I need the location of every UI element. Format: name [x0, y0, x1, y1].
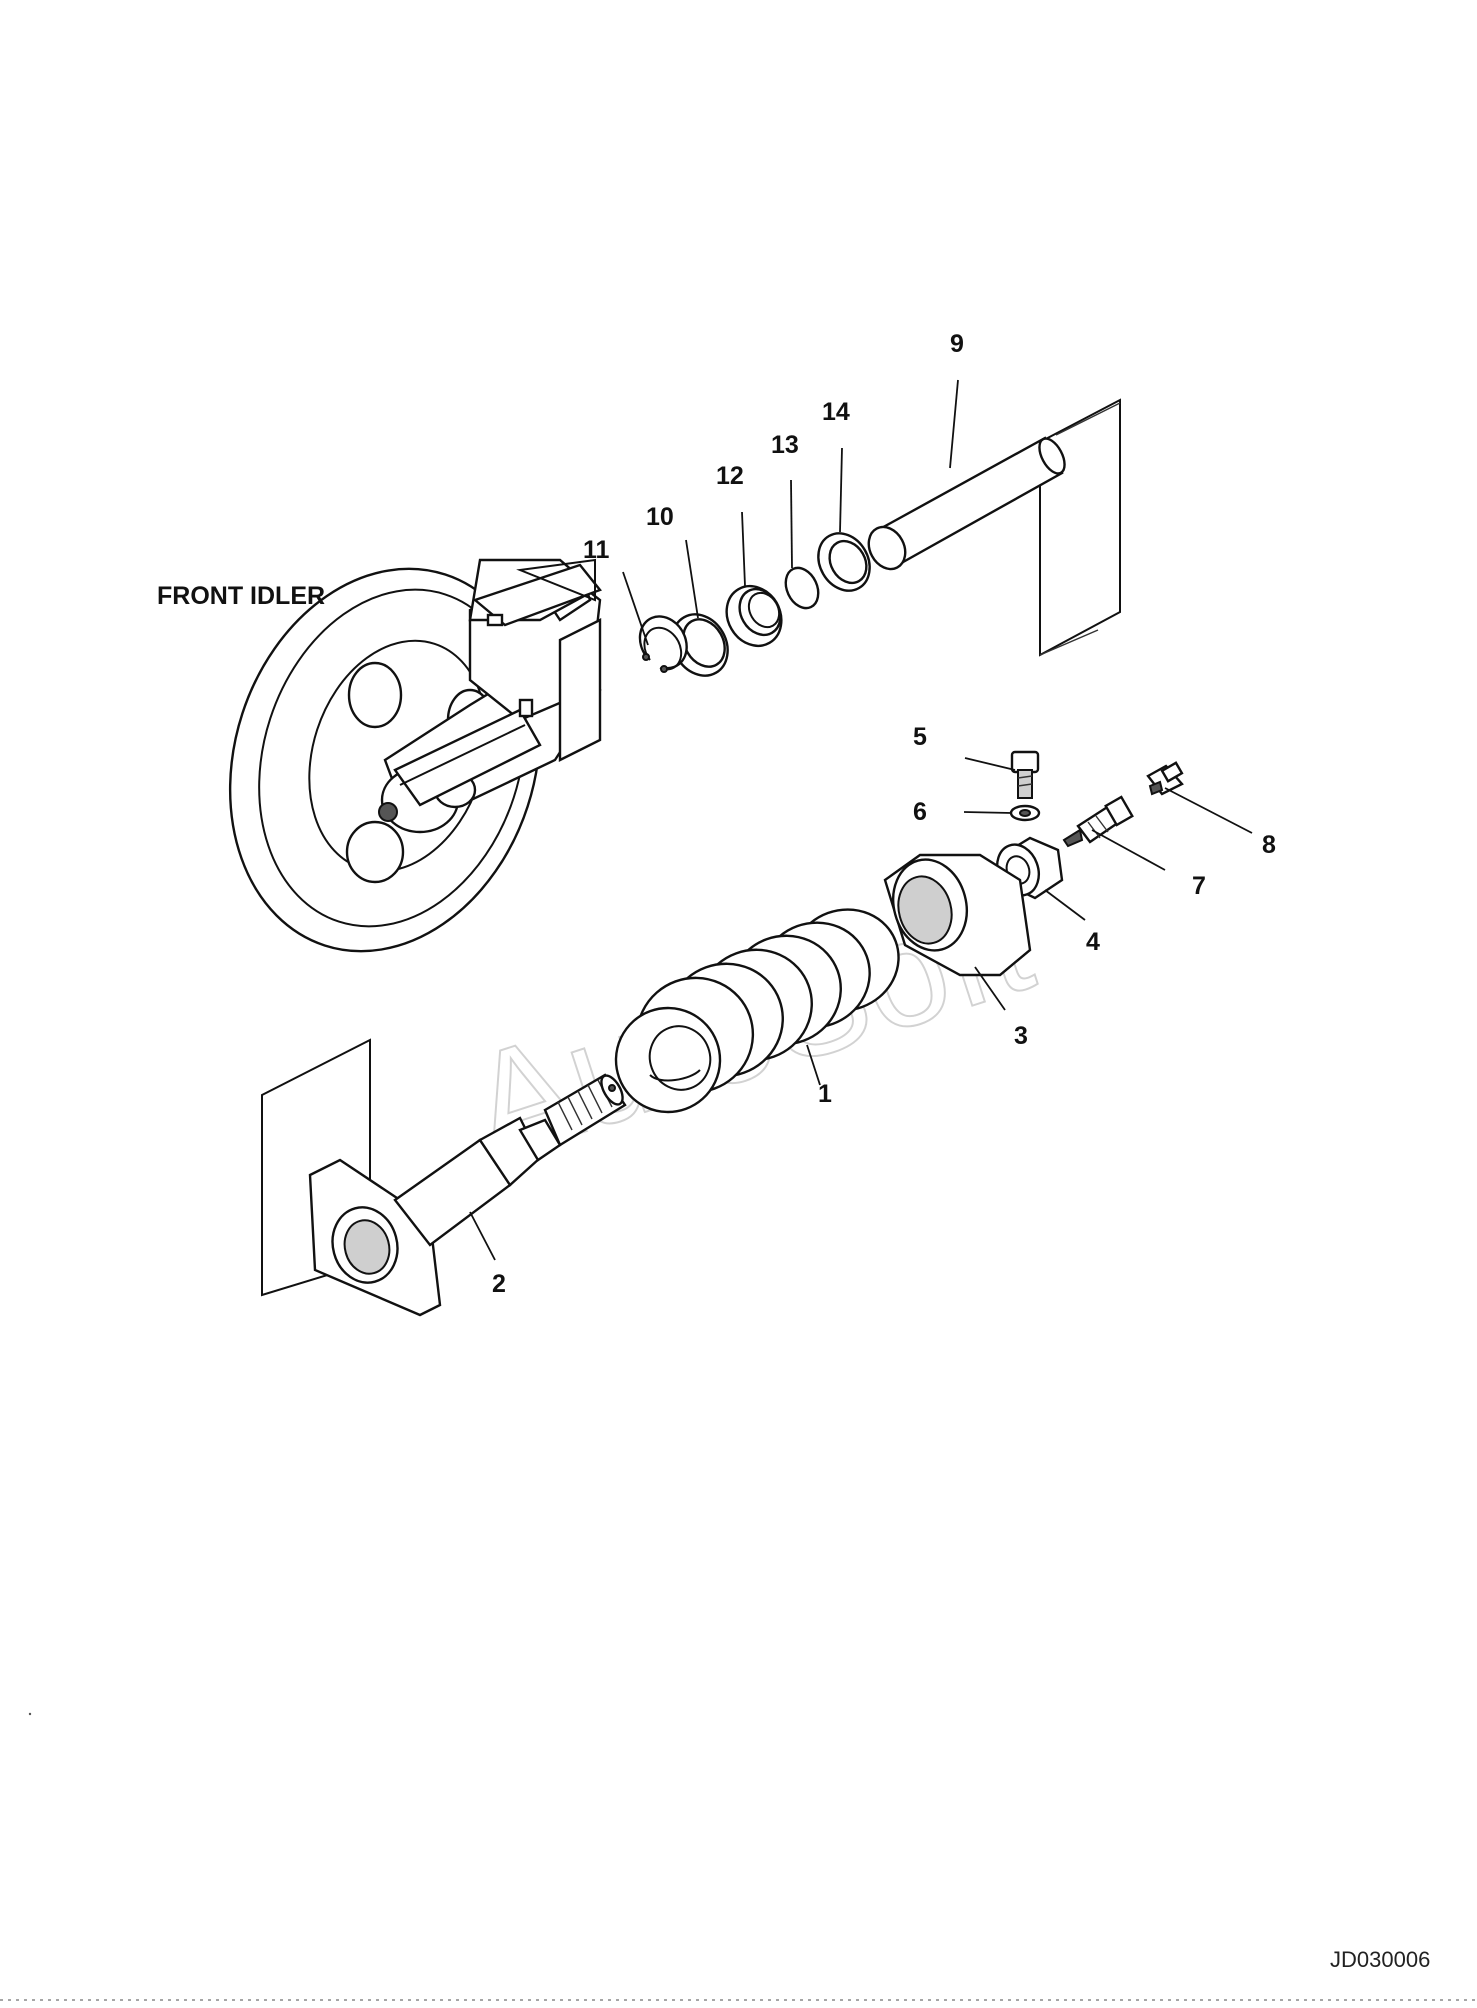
- front-idler-assembly: [228, 558, 602, 953]
- callout-8: 8: [1262, 831, 1276, 859]
- part-13-o-ring: [784, 566, 820, 610]
- part-1-recoil-spring: [614, 908, 900, 1114]
- callout-11: 11: [583, 536, 610, 564]
- callout-12: 12: [716, 462, 744, 490]
- callout-3: 3: [1014, 1022, 1028, 1050]
- callout-9: 9: [950, 330, 964, 358]
- callout-labels: 1 2 3 4 5 6 7 8 9 10 11 12 13 14: [492, 330, 1276, 1298]
- leader-lines: [469, 379, 1253, 1261]
- drawing-id: JD030006: [1330, 1947, 1430, 1972]
- part-9-pin: [867, 398, 1121, 657]
- callout-14: 14: [822, 398, 850, 426]
- callout-2: 2: [492, 1270, 506, 1298]
- callout-10: 10: [646, 503, 674, 531]
- part-5-bolt: [1010, 750, 1040, 799]
- callout-13: 13: [771, 431, 799, 459]
- callout-6: 6: [913, 798, 927, 826]
- part-2-cylinder-rod: [261, 1038, 627, 1317]
- part-7-grease-valve: [1062, 795, 1134, 848]
- part-10-ring: [671, 613, 729, 677]
- callout-1: 1: [818, 1080, 832, 1108]
- callout-7: 7: [1192, 872, 1206, 900]
- part-11-snap-ring: [638, 615, 688, 673]
- part-6-washer: [1009, 804, 1041, 822]
- margin-dot: [28, 1712, 32, 1716]
- assembly-title: FRONT IDLER: [157, 582, 325, 610]
- callout-5: 5: [913, 723, 927, 751]
- part-14-ring: [817, 532, 871, 592]
- callout-4: 4: [1086, 928, 1100, 956]
- part-12-bushing: [725, 584, 783, 648]
- part-8-elbow-fitting: [1146, 761, 1184, 796]
- part-3-spring-seat: [883, 853, 1032, 977]
